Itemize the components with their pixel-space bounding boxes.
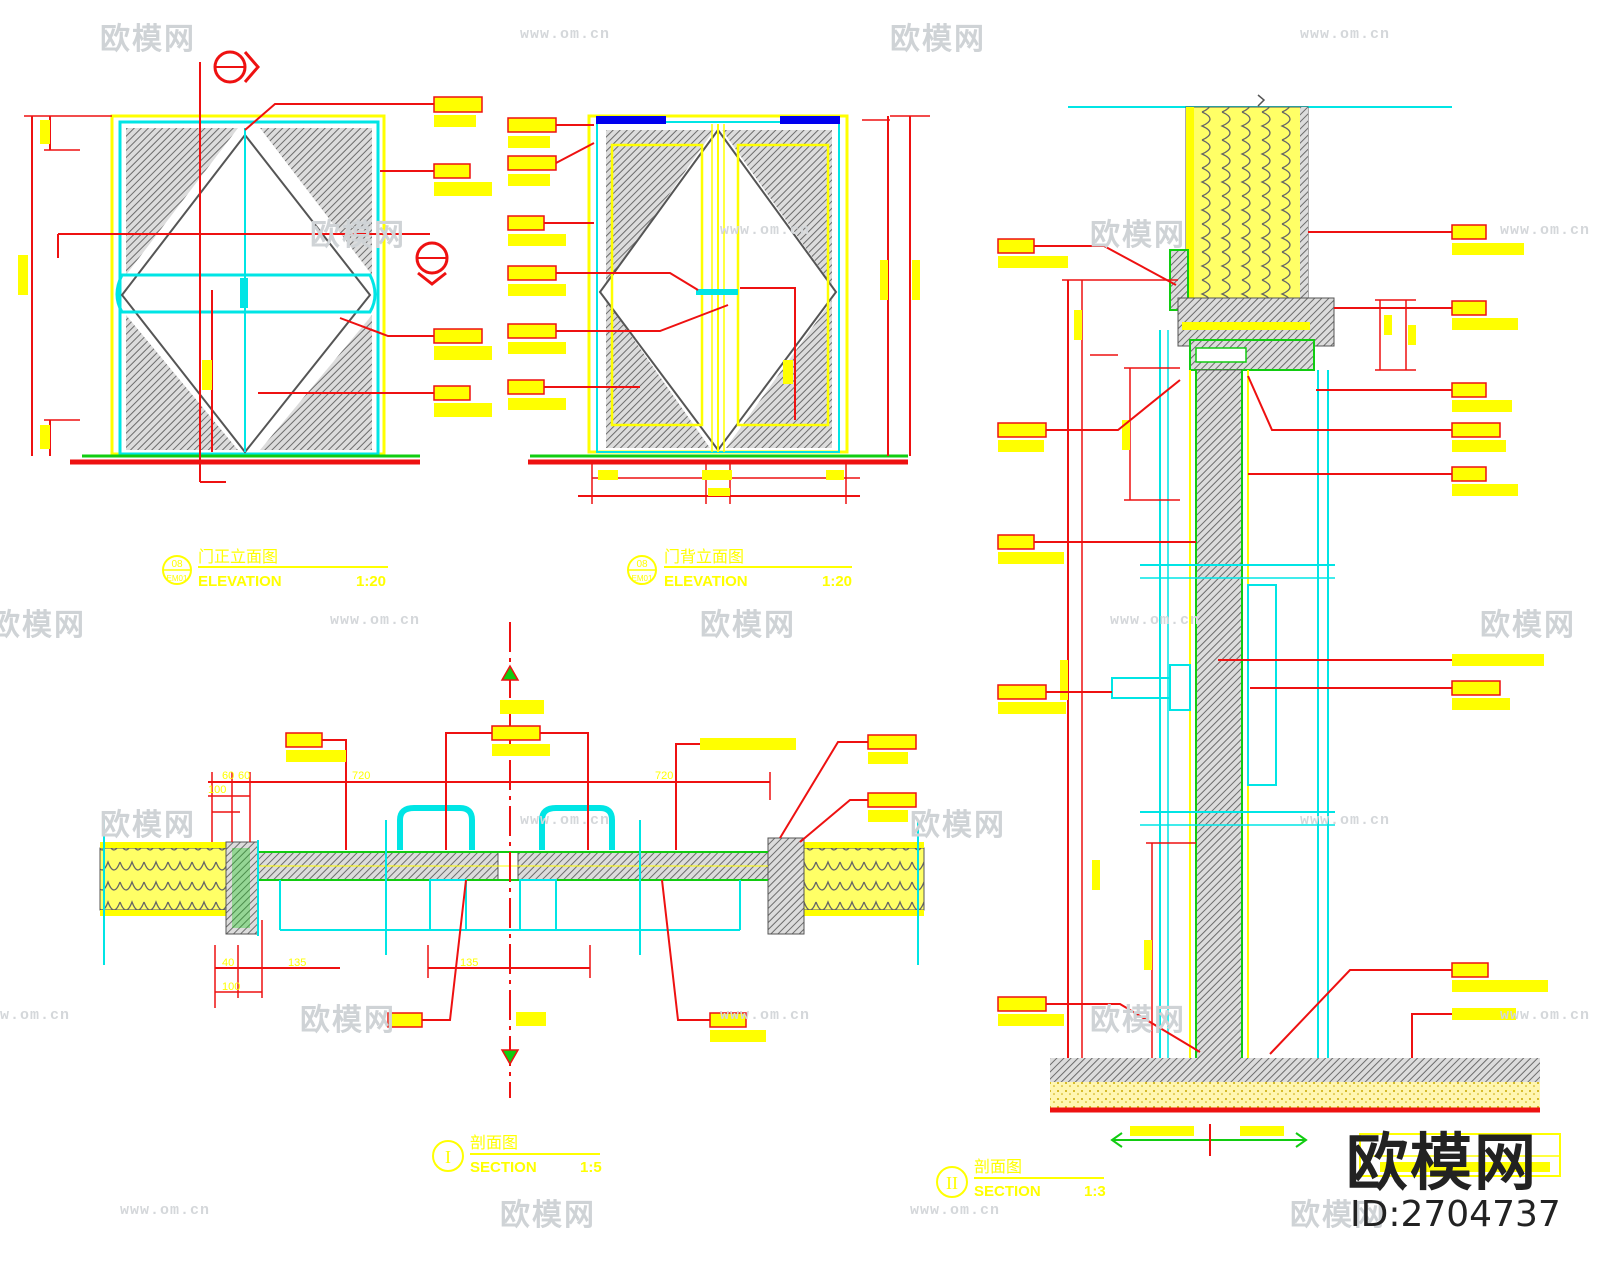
title-front-scale: 1:20 [356,573,386,590]
door-handle [240,278,248,308]
title-back-scale: 1:20 [822,573,852,590]
material-tag [1451,466,1487,482]
title-section-2: II 剖面图 SECTION 1:3 [936,1157,1106,1200]
title-back-en: ELEVATION [664,573,748,590]
section-marker-mid [415,241,449,286]
title-section2-cn: 剖面图 [974,1157,1022,1176]
material-tag [433,385,471,401]
title-front-number: 08 [171,559,183,570]
material-tag [433,328,483,344]
title-section1-scale: 1:5 [580,1159,602,1176]
title-front-sheet: EM01 [167,574,188,583]
dim-40-bottom: 40 [222,957,234,969]
dim-100-top: 100 [208,784,226,796]
material-tag [1451,224,1487,240]
title-section-1: I 剖面图 SECTION 1:5 [432,1133,602,1176]
dim-720-left: 720 [352,770,370,782]
title-section1-number: I [445,1147,451,1167]
plan-section-1: 60 60 100 720 720 40 135 100 135 [99,622,925,1098]
material-tag [433,96,483,113]
vertical-section-2 [997,94,1548,1156]
material-tag [507,323,557,339]
title-back-sheet: EM01 [632,574,653,583]
material-tag [507,155,557,171]
material-tag [433,163,471,179]
material-tag [997,422,1047,438]
dim-60-top-b: 60 [238,770,250,782]
material-tag [507,265,557,281]
material-tag [997,996,1047,1012]
title-front-elevation: 08 EM01 门正立面图 ELEVATION 1:20 [162,547,388,590]
material-tag [709,1012,747,1028]
floor-slab [1050,1058,1540,1082]
title-back-number: 08 [636,559,648,570]
material-tag [997,684,1047,700]
title-section2-number: II [946,1173,958,1193]
material-tag [491,725,541,741]
title-back-elevation: 08 EM01 门背立面图 ELEVATION 1:20 [627,547,852,590]
dim-720-right: 720 [655,770,673,782]
brand-stamp: 欧模网 ID:2704737 [1340,1112,1590,1262]
door-leaf-section [1195,369,1243,1061]
material-tag [285,732,323,748]
title-block-fragment [1359,1133,1561,1177]
material-tag [507,379,545,395]
material-tag [997,534,1035,550]
material-tag [387,1012,423,1028]
material-tag [1451,680,1501,696]
front-elevation [18,50,492,483]
material-tag [507,215,545,231]
section-marker-top [213,50,260,84]
title-section1-en: SECTION [470,1159,537,1176]
material-tag [1451,962,1489,978]
title-section2-scale: 1:3 [1084,1183,1106,1200]
material-tag [867,792,917,808]
title-section1-cn: 剖面图 [470,1133,518,1152]
material-tag [1451,382,1487,398]
brand-logo: 欧模网 [1346,1126,1539,1199]
material-tag [997,238,1035,254]
material-tag [867,734,917,750]
back-elevation [507,114,930,504]
title-back-cn: 门背立面图 [664,547,744,566]
material-tag [1451,300,1487,316]
title-section2-en: SECTION [974,1183,1041,1200]
dim-60-top-a: 60 [222,770,234,782]
dim-135-bottom-b: 135 [460,957,478,969]
pull-handle [397,805,475,850]
door-jamb [767,837,805,935]
title-front-en: ELEVATION [198,573,282,590]
title-front-cn: 门正立面图 [198,547,278,566]
pull-handle [1169,664,1191,711]
door-frame-inner [118,120,380,456]
door-handle [696,289,738,295]
material-tag [507,117,557,133]
pull-handle [539,805,615,850]
dim-135-bottom-a: 135 [288,957,306,969]
material-tag [1451,422,1501,438]
dim-100-bottom: 100 [222,981,240,993]
brand-id: ID:2704737 [1350,1194,1561,1235]
